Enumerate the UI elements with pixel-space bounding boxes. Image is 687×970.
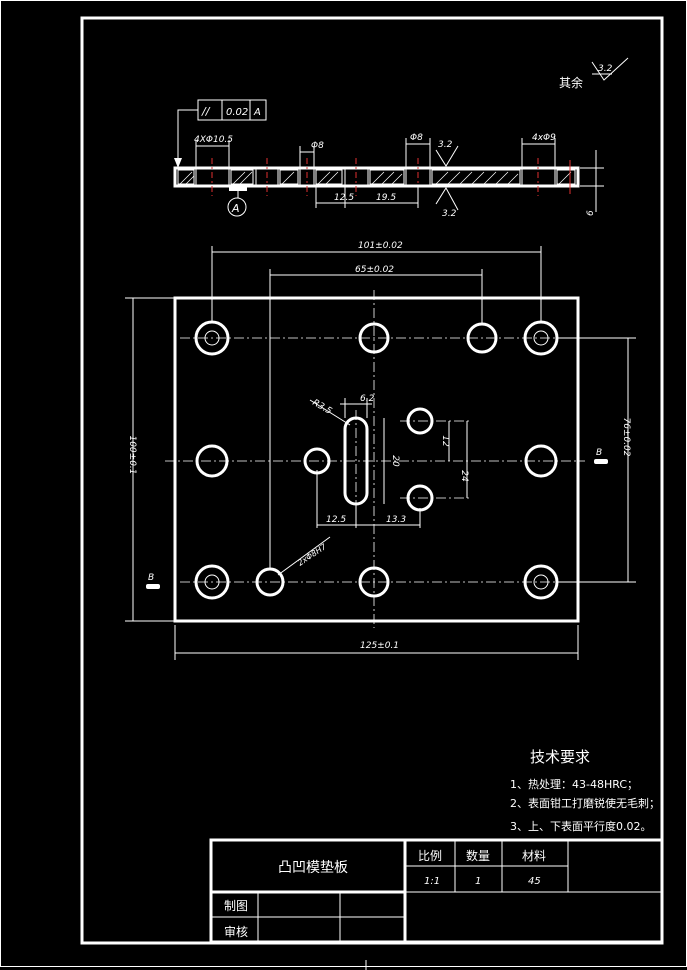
tech-requirement-2: 2、表面钳工打磨锐使无毛刺；: [510, 796, 660, 810]
dim-r3-5: R3.5: [311, 398, 334, 417]
datum-a-label: A: [231, 202, 240, 215]
dim-101: 101±0.02: [358, 241, 403, 251]
roughness-note-value: 3.2: [598, 64, 613, 74]
dim-6-2: 6.2: [360, 394, 375, 404]
value-quantity: 1: [475, 876, 481, 887]
dim-thickness: 6: [586, 210, 596, 216]
dim-65: 65±0.02: [355, 265, 394, 275]
roughness-note-label: 其余: [559, 75, 583, 90]
tech-requirements-title: 技术要求: [530, 748, 590, 766]
roughness-note: 其余 3.2: [559, 57, 629, 90]
dim-125: 125±0.1: [360, 641, 399, 651]
plan-view: 101±0.02 65±0.02 100±0.1 125±0.1 76±0.02…: [125, 241, 636, 660]
bolt-holes: [194, 320, 559, 600]
section-marker-left: B: [146, 573, 160, 589]
section-marker-right: B: [594, 448, 608, 464]
header-quantity: 数量: [466, 848, 490, 863]
tolerance-value: 0.02: [226, 107, 248, 118]
row-reviewer: 审核: [224, 924, 248, 939]
dim-100: 100±0.1: [127, 435, 137, 474]
central-features: [303, 407, 470, 512]
dim-76: 76±0.02: [621, 417, 631, 456]
section-hatching: [177, 169, 576, 185]
plate-outline: [173, 296, 580, 623]
title-part-name: 凸凹模垫板: [278, 860, 348, 876]
dim-d8-left: Φ8: [311, 141, 324, 151]
section-centerlines: [211, 158, 571, 196]
dim-12: 12: [440, 435, 450, 447]
tech-requirements: 技术要求 1、热处理：43-48HRC； 2、表面钳工打磨锐使无毛刺； 3、上、…: [510, 748, 660, 833]
parallelism-symbol: //: [201, 105, 211, 118]
roughness-symbol-top: 3.2: [435, 140, 459, 167]
geometric-tolerance-frame: // 0.02 A: [174, 99, 267, 168]
dim-12-5-section: 12.5: [334, 193, 354, 203]
header-material: 材料: [522, 849, 546, 863]
datum-a-marker: A: [227, 186, 247, 217]
section-view: // 0.02 A: [173, 99, 604, 219]
dim-2x-d8h7: 2xΦ8H7: [296, 542, 329, 568]
section-holes: [195, 168, 556, 186]
dim-13-3: 13.3: [386, 515, 406, 525]
roughness-top-value: 3.2: [438, 140, 453, 150]
tech-requirement-1: 1、热处理：43-48HRC；: [510, 778, 638, 791]
roughness-bottom-value: 3.2: [442, 209, 457, 219]
section-plate: [173, 166, 580, 188]
header-scale: 比例: [418, 849, 442, 863]
dim-12-5: 12.5: [326, 515, 346, 525]
title-block: [209, 838, 664, 944]
plan-dimension-lines: [125, 246, 636, 660]
dim-24: 24: [459, 470, 469, 482]
dim-19-5-section: 19.5: [376, 193, 396, 203]
tech-requirement-3: 3、上、下表面平行度0.02。: [510, 819, 652, 833]
section-label-right: B: [596, 448, 602, 458]
section-dimensions: [195, 138, 604, 212]
section-label-left: B: [148, 573, 154, 583]
dim-d8-right: Φ8: [410, 133, 423, 143]
dim-20: 20: [390, 455, 400, 467]
value-scale: 1:1: [424, 876, 440, 887]
value-material: 45: [528, 876, 541, 887]
dim-4x-d9: 4xΦ9: [532, 133, 556, 143]
roughness-symbol-bottom: 3.2: [435, 187, 459, 219]
dim-4x-d10-5: 4XΦ10.5: [194, 135, 233, 145]
tolerance-datum: A: [253, 107, 261, 118]
row-drafter: 制图: [224, 899, 248, 913]
